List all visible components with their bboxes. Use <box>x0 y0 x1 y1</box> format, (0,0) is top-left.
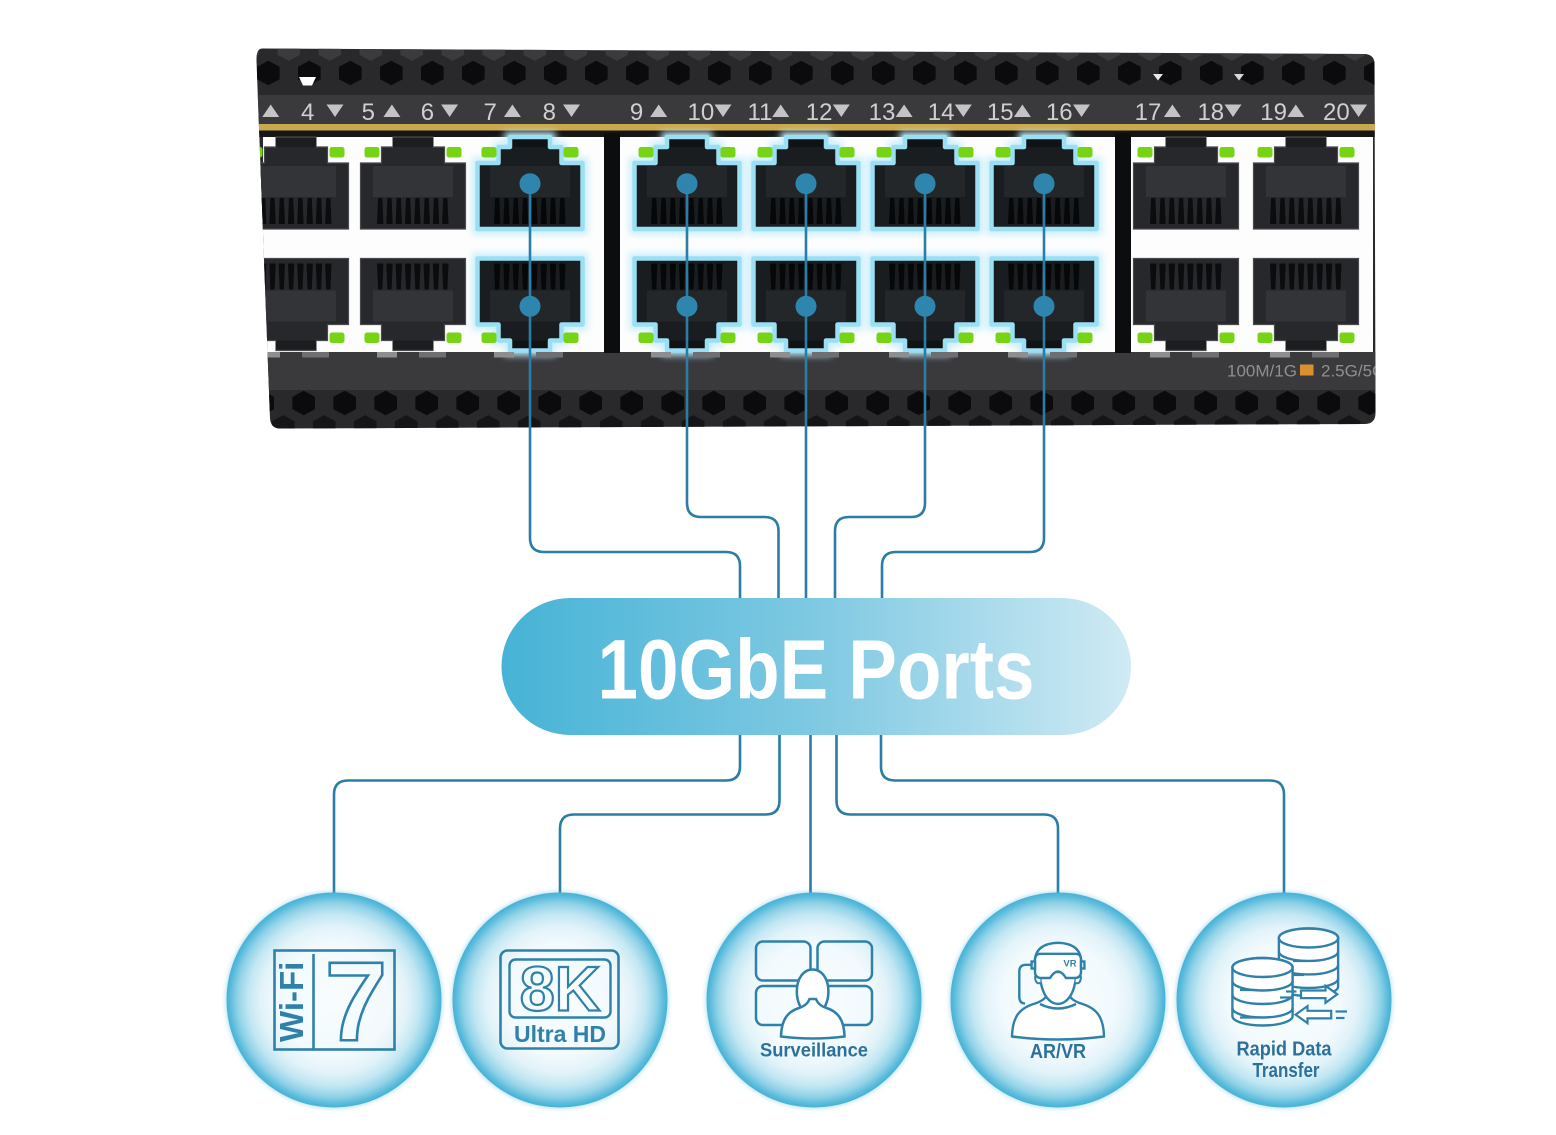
svg-text:7: 7 <box>325 939 387 1064</box>
svg-text:Ultra HD: Ultra HD <box>514 1021 606 1047</box>
svg-text:Surveillance: Surveillance <box>760 1040 868 1062</box>
svg-text:19: 19 <box>1260 99 1287 126</box>
svg-text:100M/1G: 100M/1G <box>1227 362 1297 381</box>
svg-text:17: 17 <box>1135 99 1162 126</box>
svg-text:Transfer: Transfer <box>1253 1059 1320 1082</box>
svg-text:2.5G/5G: 2.5G/5G <box>1321 362 1385 381</box>
svg-text:11: 11 <box>748 99 773 126</box>
svg-text:16: 16 <box>1046 99 1073 126</box>
svg-text:18: 18 <box>1197 99 1224 126</box>
svg-text:8: 8 <box>543 99 556 126</box>
svg-text:Wi-Fi: Wi-Fi <box>273 962 310 1042</box>
svg-text:8K: 8K <box>520 955 601 1025</box>
svg-text:7: 7 <box>484 99 497 126</box>
svg-text:20: 20 <box>1323 99 1350 126</box>
svg-text:6: 6 <box>421 99 434 126</box>
svg-text:14: 14 <box>928 99 955 126</box>
svg-text:9: 9 <box>630 99 643 126</box>
svg-text:13: 13 <box>869 99 896 126</box>
svg-text:12: 12 <box>806 99 833 126</box>
svg-text:VR: VR <box>1063 959 1076 970</box>
svg-text:4: 4 <box>301 99 314 126</box>
svg-text:Rapid Data: Rapid Data <box>1237 1038 1333 1061</box>
svg-text:15: 15 <box>987 99 1014 126</box>
svg-text:5: 5 <box>362 99 375 126</box>
svg-text:10: 10 <box>688 99 715 126</box>
svg-text:AR/VR: AR/VR <box>1030 1040 1086 1063</box>
svg-text:10GbE Ports: 10GbE Ports <box>598 623 1035 717</box>
